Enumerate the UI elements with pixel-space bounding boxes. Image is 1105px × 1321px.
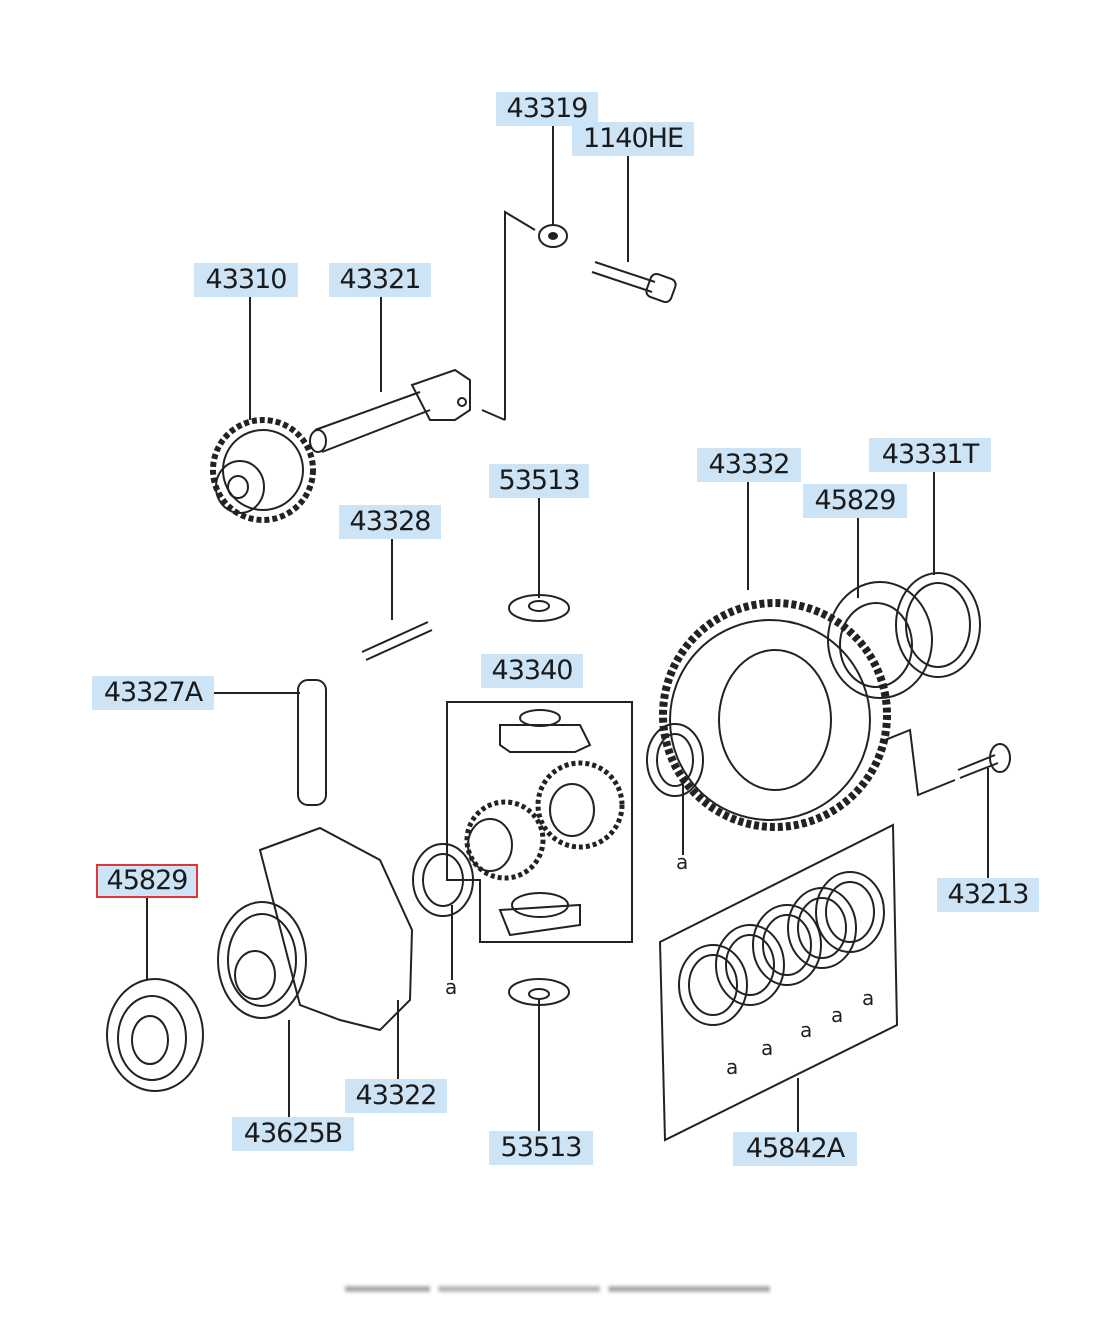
part-label-1140HE[interactable]: 1140HE — [572, 122, 694, 156]
copyright-notice-blurred — [345, 1286, 770, 1292]
ref-mark: a — [445, 975, 458, 999]
part-label-43340[interactable]: 43340 — [481, 654, 583, 688]
part-label-43319[interactable]: 43319 — [496, 92, 598, 126]
part-label-43213[interactable]: 43213 — [937, 878, 1039, 912]
part-label-45829-selected[interactable]: 45829 — [96, 864, 198, 898]
ref-mark: a — [862, 986, 875, 1010]
part-label-45829-right[interactable]: 45829 — [803, 484, 907, 518]
part-label-43331T[interactable]: 43331T — [869, 438, 991, 472]
part-label-43327A[interactable]: 43327A — [92, 676, 214, 710]
ref-mark: a — [761, 1036, 774, 1060]
leader-lines — [146, 126, 989, 1132]
ref-mark: a — [800, 1018, 813, 1042]
ref-mark: a — [726, 1055, 739, 1079]
part-label-43328[interactable]: 43328 — [339, 505, 441, 539]
part-label-43332[interactable]: 43332 — [697, 448, 801, 482]
part-label-45842A[interactable]: 45842A — [733, 1132, 857, 1166]
part-label-43321[interactable]: 43321 — [329, 263, 431, 297]
part-label-53513-bottom[interactable]: 53513 — [489, 1131, 593, 1165]
part-label-53513-top[interactable]: 53513 — [489, 464, 589, 498]
ref-mark: a — [676, 850, 689, 874]
shim-set-box — [658, 823, 899, 1142]
part-label-43310[interactable]: 43310 — [194, 263, 298, 297]
diff-gear-set-box — [446, 701, 633, 943]
ref-mark: a — [831, 1003, 844, 1027]
part-label-43322[interactable]: 43322 — [345, 1079, 447, 1113]
part-label-43625B[interactable]: 43625B — [232, 1117, 354, 1151]
